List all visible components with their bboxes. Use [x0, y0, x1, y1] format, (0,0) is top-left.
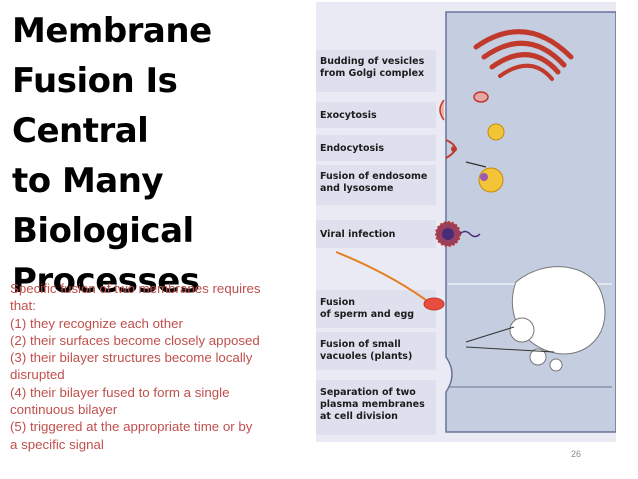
small-vacuole [549, 358, 563, 372]
figure-label-viral: Viral infection [320, 229, 396, 240]
figure-label-endocytosis: Endocytosis [320, 143, 384, 154]
body-line: continuous bilayer [10, 402, 118, 418]
body-line: a specific signal [10, 436, 104, 452]
body-line: (3) their bilayer structures become loca… [10, 350, 253, 366]
sperm-head [423, 297, 445, 311]
figure-label-golgi: Budding of vesicles from Golgi complex [320, 56, 428, 79]
endocytosis-cargo [451, 146, 457, 152]
title-line: to Many [12, 161, 164, 201]
label-band [316, 220, 436, 248]
label-band [316, 102, 436, 128]
viral-genome [459, 230, 481, 238]
title-line: Fusion Is Central [12, 61, 178, 151]
label-band [316, 135, 436, 161]
figure-label-vacuoles: Fusion of small vacuoles (plants) [320, 339, 412, 362]
exocytosis-vesicle [439, 99, 445, 121]
body-line: that: [10, 298, 36, 314]
label-band [316, 50, 436, 92]
secretory-vesicle [487, 123, 505, 141]
figure-label-sperm-egg: Fusion of sperm and egg [320, 297, 414, 320]
title-line: Membrane [12, 11, 212, 51]
slide-title: Membrane Fusion Is Central to Many Biolo… [12, 6, 322, 306]
slide-body-text: Specific fusion of two membranes require… [10, 280, 328, 453]
body-line: (4) their bilayer fused to form a single [10, 384, 230, 400]
body-line: (2) their surfaces become closely appose… [10, 332, 260, 348]
golgi-cisterna [489, 52, 561, 75]
sperm-tail [335, 251, 427, 301]
small-vacuole [509, 317, 535, 343]
label-band [316, 290, 436, 328]
title-line: Processes [12, 261, 200, 301]
label-band [316, 332, 436, 370]
golgi-cisterna [481, 40, 567, 68]
small-vacuole [529, 348, 547, 366]
figure-label-cell-division: Separation of two plasma membranes at ce… [320, 387, 428, 422]
golgi-cisterna [498, 63, 554, 81]
arrow [465, 346, 555, 353]
body-line: disrupted [10, 367, 65, 383]
virus-core [442, 228, 454, 240]
label-band [316, 165, 436, 205]
body-line: (1) they recognize each other [10, 315, 183, 331]
endosome [480, 173, 488, 181]
figure-label-endosome-lysosome: Fusion of endosome and lysosome [320, 171, 431, 194]
label-band [316, 380, 436, 435]
body-line: Specific fusion of two membranes require… [10, 281, 261, 296]
cell-body [445, 11, 616, 433]
golgi-cisterna [473, 29, 574, 60]
slide-number: 26 [570, 449, 581, 459]
body-line: (5) triggered at the appropriate time or… [10, 419, 253, 435]
arrow [465, 326, 515, 343]
figure-label-exocytosis: Exocytosis [320, 110, 377, 121]
membrane-fusion-figure: Budding of vesicles from Golgi complex E… [316, 2, 616, 442]
golgi-vesicle [473, 91, 489, 103]
title-line: Biological [12, 211, 194, 251]
arrow [465, 161, 487, 168]
